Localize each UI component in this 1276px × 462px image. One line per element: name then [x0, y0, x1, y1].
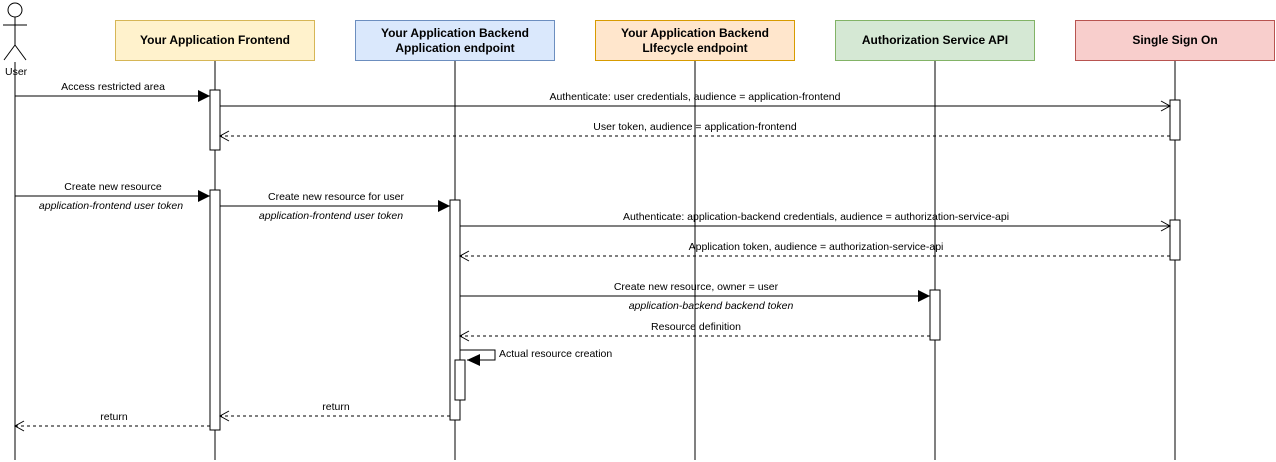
participant-auth-api-title: Authorization Service API: [861, 33, 1009, 47]
actor-user-label: User: [5, 66, 28, 78]
message-label: Authenticate: user credentials, audience…: [549, 91, 841, 103]
participant-sso-title: Single Sign On: [1132, 33, 1218, 47]
arrowhead: [198, 190, 210, 202]
actor-leg: [3, 44, 16, 61]
actor-head: [7, 2, 23, 18]
message-label: Application token, audience = authorizat…: [688, 241, 944, 253]
message-label: Resource definition: [651, 321, 741, 333]
participant-backend-lifecycle-title: Your Application Backend: [620, 25, 770, 40]
message-label: return: [322, 401, 350, 413]
activation-bar: [454, 359, 466, 401]
message-sublabel: application-frontend user token: [258, 210, 404, 222]
participant-backend-lifecycle-subtitle: LIfecycle endpoint: [642, 40, 748, 55]
arrowhead: [218, 410, 230, 422]
message-label: Access restricted area: [61, 81, 165, 93]
message-label: Create new resource for user: [268, 191, 404, 203]
arrowhead: [1160, 100, 1172, 112]
activation-bar: [1169, 99, 1181, 141]
participant-sso: Single Sign On: [1075, 20, 1275, 61]
participant-backend-app: Your Application Backend Application end…: [355, 20, 555, 61]
activation-bar: [209, 89, 221, 151]
arrowhead: [1160, 220, 1172, 232]
arrowhead: [458, 330, 470, 342]
participant-backend-lifecycle: Your Application Backend LIfecycle endpo…: [595, 20, 795, 61]
self-message-arrow: [460, 349, 496, 361]
participant-auth-api: Authorization Service API: [835, 20, 1035, 61]
actor-leg: [14, 44, 27, 61]
arrowhead: [438, 200, 450, 212]
participant-frontend: Your Application Frontend: [115, 20, 315, 61]
activation-bar: [209, 189, 221, 431]
arrowhead: [458, 250, 470, 262]
message-label: User token, audience = application-front…: [593, 121, 797, 133]
activation-bar: [1169, 219, 1181, 261]
participant-backend-app-title: Your Application Backend: [380, 25, 530, 40]
message-label: Actual resource creation: [499, 348, 613, 360]
message-label: Authenticate: application-backend creden…: [622, 211, 1010, 223]
message-label: Create new resource: [64, 181, 162, 193]
message-sublabel: application-frontend user token: [38, 200, 184, 212]
message-label: Create new resource, owner = user: [613, 281, 779, 293]
message-sublabel: application-backend backend token: [628, 300, 794, 312]
arrowhead: [918, 290, 930, 302]
arrowhead: [198, 90, 210, 102]
arrowhead: [218, 130, 230, 142]
activation-bar: [449, 199, 461, 421]
activation-bar: [929, 289, 941, 341]
arrowhead: [467, 354, 480, 366]
participant-frontend-title: Your Application Frontend: [140, 33, 290, 47]
message-label: return: [100, 411, 128, 423]
participant-backend-app-subtitle: Application endpoint: [395, 40, 515, 55]
arrowhead: [13, 420, 25, 432]
